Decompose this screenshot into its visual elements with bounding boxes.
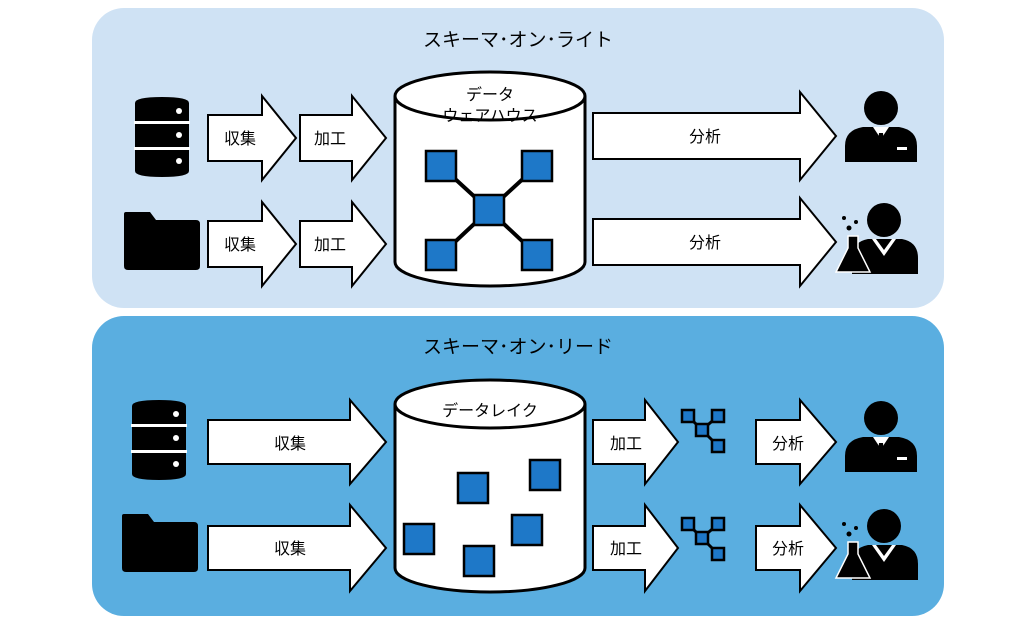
process-arrow bbox=[299, 93, 388, 183]
data-warehouse-cylinder bbox=[393, 70, 587, 288]
collect-arrow bbox=[207, 397, 388, 487]
schema-on-read-title: スキーマ･オン･リード bbox=[423, 336, 613, 358]
raw-data-node bbox=[462, 544, 496, 578]
collect-label: 収集 bbox=[274, 434, 306, 453]
process-arrow bbox=[592, 397, 680, 487]
analyze-label: 分析 bbox=[772, 539, 804, 558]
analyze-arrow bbox=[755, 502, 838, 594]
data-lake-label: データレイク bbox=[442, 401, 538, 420]
collect-arrow bbox=[207, 199, 298, 289]
folder-icon bbox=[122, 514, 198, 572]
process-label: 加工 bbox=[610, 539, 642, 558]
warehouse-label-line1: データ bbox=[466, 85, 514, 104]
analyze-label: 分析 bbox=[689, 233, 721, 252]
schema-node bbox=[424, 149, 458, 183]
raw-data-node bbox=[456, 471, 490, 505]
schema-node bbox=[424, 238, 458, 272]
analyze-arrow bbox=[592, 195, 838, 289]
process-arrow bbox=[592, 502, 680, 594]
database-icon bbox=[134, 97, 190, 177]
warehouse-schema-graph bbox=[424, 149, 554, 272]
schema-node bbox=[520, 149, 554, 183]
process-label: 加工 bbox=[610, 434, 642, 453]
collect-label: 収集 bbox=[224, 235, 256, 254]
folder-icon bbox=[124, 212, 200, 270]
raw-data-node bbox=[402, 522, 436, 556]
collect-label: 収集 bbox=[224, 129, 256, 148]
collect-arrow bbox=[207, 502, 388, 594]
analyze-label: 分析 bbox=[772, 434, 804, 453]
raw-data-nodes bbox=[402, 458, 562, 578]
process-label: 加工 bbox=[314, 129, 346, 148]
analyze-label: 分析 bbox=[689, 127, 721, 146]
analyze-arrow bbox=[592, 89, 838, 183]
schema-on-write-title: スキーマ･オン･ライト bbox=[423, 29, 613, 51]
process-arrow bbox=[299, 199, 388, 289]
collect-arrow bbox=[207, 93, 298, 183]
raw-data-node bbox=[528, 458, 562, 492]
warehouse-label-line2: ウェアハウス bbox=[442, 106, 537, 125]
database-icon bbox=[131, 400, 187, 480]
process-label: 加工 bbox=[314, 235, 346, 254]
raw-data-node bbox=[510, 513, 544, 547]
analyze-arrow bbox=[755, 397, 838, 487]
schema-node bbox=[472, 193, 506, 227]
collect-label: 収集 bbox=[274, 539, 306, 558]
schema-node bbox=[520, 238, 554, 272]
